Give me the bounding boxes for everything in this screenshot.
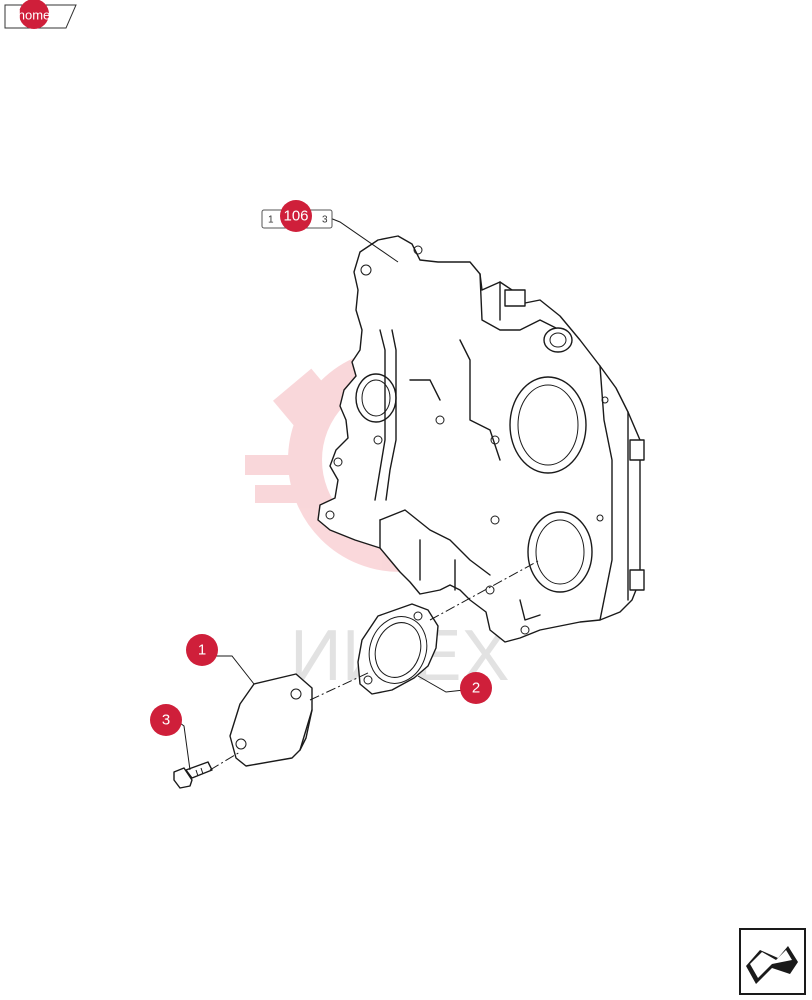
home-label: home xyxy=(18,8,51,23)
callout-part-2[interactable]: 2 xyxy=(460,672,492,704)
callout-3-circle xyxy=(150,704,182,736)
callout-2-label: 2 xyxy=(472,680,480,697)
gasket xyxy=(357,603,439,695)
cover-plate xyxy=(229,673,313,767)
assembly-axis-line xyxy=(209,559,541,771)
reference-tag-left: 1 xyxy=(268,215,274,226)
next-page-arrow-icon[interactable] xyxy=(739,928,806,995)
callout-106-circle xyxy=(280,200,312,232)
callout-1-label: 1 xyxy=(198,642,206,659)
reference-tag-right: 3 xyxy=(322,215,328,226)
callout-part-1[interactable]: 1 xyxy=(186,634,218,666)
housing-casting xyxy=(317,235,645,643)
home-circle xyxy=(19,0,49,29)
callout-part-3[interactable]: 3 xyxy=(150,704,182,736)
home-button[interactable]: home xyxy=(4,0,77,29)
callout-1-circle xyxy=(186,634,218,666)
callout-106-label: 106 xyxy=(283,208,308,225)
bolt xyxy=(173,761,213,789)
reference-tag-106[interactable]: 1 3 106 xyxy=(261,200,333,232)
callout-3-label: 3 xyxy=(162,712,170,729)
callout-2-circle xyxy=(460,672,492,704)
